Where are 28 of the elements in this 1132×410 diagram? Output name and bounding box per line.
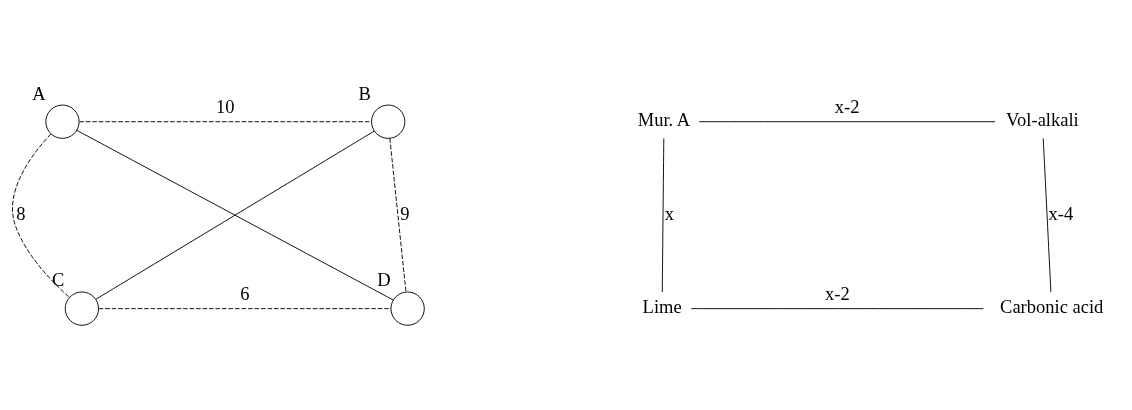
edge-label: 8	[16, 203, 26, 224]
connector	[389, 137, 407, 293]
node-text: Vol-alkali	[1006, 110, 1079, 131]
edge-label: x	[664, 203, 675, 224]
node-label: A	[32, 83, 46, 104]
connector	[1042, 137, 1052, 293]
node-text: Lime	[642, 297, 682, 318]
edge-label: x-2	[834, 97, 860, 118]
connector	[690, 308, 984, 310]
node-circle	[390, 291, 425, 326]
edge-label: 10	[216, 97, 235, 118]
node-label: B	[358, 83, 371, 104]
node-text: Carbonic acid	[1000, 297, 1104, 318]
node-label: C	[52, 270, 65, 291]
edge-label: 9	[400, 203, 410, 224]
node-circle	[45, 104, 80, 139]
connector	[661, 137, 665, 293]
edge-label: x-4	[1048, 203, 1074, 224]
node-label: D	[377, 270, 391, 291]
connector	[12, 133, 70, 298]
connector	[698, 121, 996, 123]
connector	[79, 121, 372, 123]
connector	[98, 308, 392, 310]
node-circle	[371, 104, 406, 139]
edge-label: 6	[240, 284, 250, 305]
node-circle	[64, 291, 100, 326]
edge-label: x-2	[825, 284, 850, 305]
node-text: Mur. A	[637, 110, 691, 131]
